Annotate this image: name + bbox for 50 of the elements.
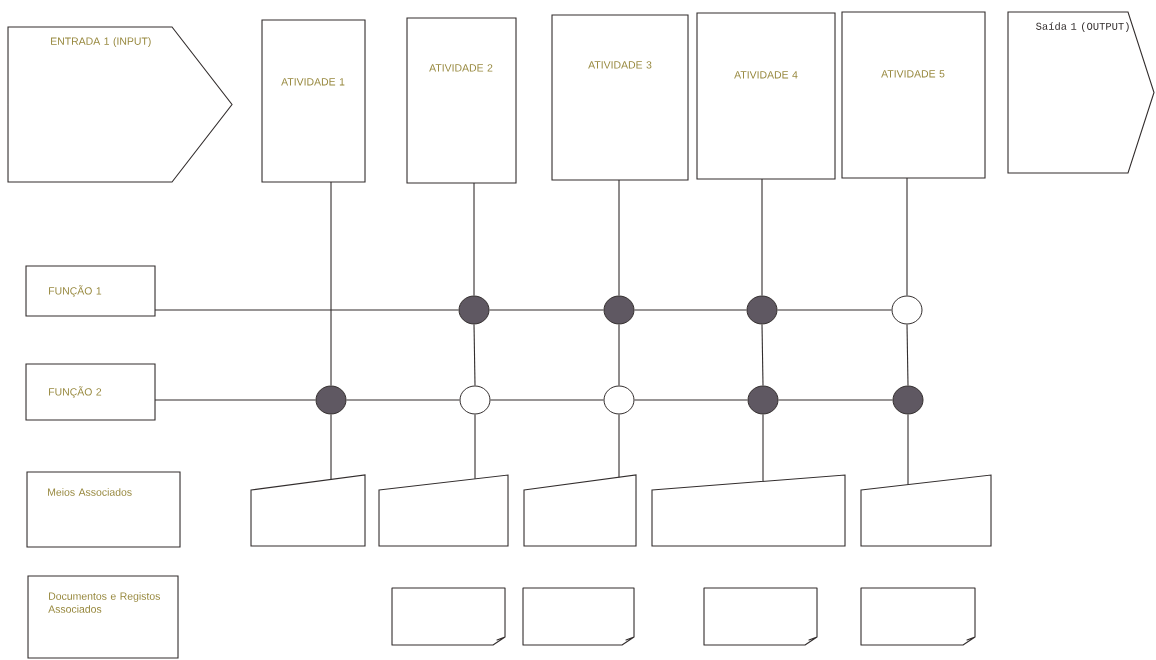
label-box: Meios Associados <box>26 471 181 548</box>
connector-line <box>777 399 894 401</box>
filled-dot <box>458 295 490 325</box>
manual-input-shape <box>860 474 992 547</box>
connector-line <box>330 181 332 387</box>
connector-line <box>633 399 749 401</box>
connector-line <box>154 399 317 401</box>
connector-line <box>474 413 476 480</box>
activity-box: ATIVIDADE 1 <box>261 19 366 183</box>
activity-box: ATIVIDADE 4 <box>696 12 836 180</box>
filled-dot <box>892 385 924 415</box>
function-box: FUNÇÃO 1 <box>25 265 156 317</box>
activity-box: ATIVIDADE 3 <box>551 14 689 181</box>
document-shape <box>703 587 818 646</box>
function-box: FUNÇÃO 2 <box>25 363 156 421</box>
connector-line <box>907 413 909 486</box>
connector-line <box>618 413 620 478</box>
connector-line <box>473 182 475 297</box>
empty-circle <box>459 385 491 415</box>
connector-line <box>762 413 764 482</box>
document-shape <box>391 587 506 646</box>
connector-line <box>906 177 908 297</box>
connector-line <box>776 309 893 311</box>
connector-line <box>618 179 620 297</box>
filled-dot <box>603 295 635 325</box>
activity-box: ATIVIDADE 2 <box>406 17 517 184</box>
connector-line <box>906 323 909 387</box>
document-shape <box>522 587 635 646</box>
connector-line <box>761 178 763 297</box>
connector-line <box>154 309 460 311</box>
connector-line <box>345 399 461 401</box>
manual-input-shape <box>651 474 846 547</box>
filled-dot <box>747 385 779 415</box>
connector-line <box>473 323 476 387</box>
manual-input-shape <box>250 474 366 547</box>
empty-circle <box>603 385 635 415</box>
manual-input-shape <box>523 474 637 547</box>
connector-line <box>618 323 620 387</box>
connector-line <box>489 399 605 401</box>
connector-line <box>488 309 605 311</box>
label-box: Documentos e Registos Associados <box>27 575 179 659</box>
filled-dot <box>746 295 778 325</box>
connector-line <box>330 413 332 480</box>
empty-circle <box>891 295 923 325</box>
manual-input-shape <box>378 474 509 547</box>
connector-line <box>633 309 748 311</box>
document-shape <box>860 587 976 646</box>
activity-box: ATIVIDADE 5 <box>841 11 986 179</box>
filled-dot <box>315 385 347 415</box>
connector-line <box>761 323 764 387</box>
